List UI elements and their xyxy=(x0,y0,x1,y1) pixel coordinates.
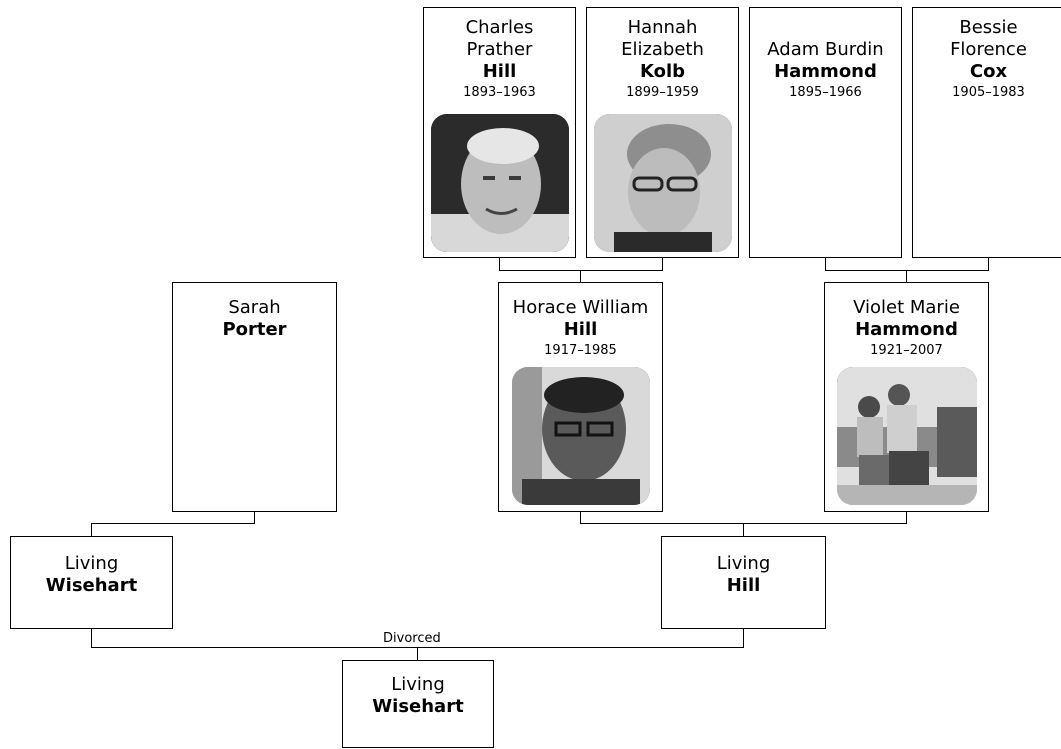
person-dates: 1895–1966 xyxy=(789,85,862,100)
connector-line xyxy=(906,270,907,282)
connector-line xyxy=(499,270,663,271)
person-given-name: Horace William xyxy=(512,297,649,318)
person-card-child-living-wisehart[interactable]: Living Wisehart xyxy=(342,660,494,748)
connector-line xyxy=(825,270,989,271)
portrait-photo[interactable] xyxy=(431,114,569,252)
person-given-name: Adam Burdin xyxy=(767,39,884,60)
person-dates: 1893–1963 xyxy=(463,85,536,100)
person-surname: Wisehart xyxy=(45,575,138,596)
person-card-horace-hill[interactable]: Horace William Hill 1917–1985 xyxy=(498,282,663,512)
person-middle-name: Florence xyxy=(950,39,1027,60)
person-given-name: Hannah xyxy=(627,17,698,38)
person-surname: Kolb xyxy=(639,61,686,82)
person-card-bessie-cox[interactable]: Bessie Florence Cox 1905–1983 xyxy=(912,7,1061,258)
connector-line xyxy=(580,270,581,282)
divorced-label: Divorced xyxy=(383,631,441,646)
person-given-name: Violet Marie xyxy=(853,297,960,318)
connector-line xyxy=(662,257,663,271)
person-given-name: Charles xyxy=(465,17,534,38)
person-card-living-wisehart[interactable]: Living Wisehart xyxy=(10,536,173,629)
person-given-name: Living xyxy=(64,553,119,574)
person-given-name: Living xyxy=(391,674,445,695)
connector-line xyxy=(988,257,989,271)
person-surname: Hill xyxy=(563,319,598,340)
person-card-violet-hammond[interactable]: Violet Marie Hammond 1921–2007 xyxy=(824,282,989,512)
person-card-charles-hill[interactable]: Charles Prather Hill 1893–1963 xyxy=(423,7,576,258)
person-middle-name: Prather xyxy=(466,39,533,60)
connector-line xyxy=(580,511,581,524)
person-surname: Hill xyxy=(726,575,761,596)
connector-line xyxy=(825,257,826,271)
connector-line xyxy=(91,628,92,648)
person-given-name: Sarah xyxy=(228,297,281,318)
person-surname: Hill xyxy=(482,61,517,82)
connector-line xyxy=(91,523,92,536)
person-middle-name: Elizabeth xyxy=(621,39,704,60)
portrait-photo[interactable] xyxy=(594,114,732,252)
connector-line xyxy=(417,647,418,660)
connector-line xyxy=(906,511,907,524)
connector-line xyxy=(91,523,255,524)
connector-line xyxy=(499,257,500,271)
person-card-living-hill[interactable]: Living Hill xyxy=(661,536,826,629)
person-dates: 1899–1959 xyxy=(626,85,699,100)
person-surname: Hammond xyxy=(855,319,958,340)
person-surname: Porter xyxy=(222,319,287,340)
person-card-hannah-kolb[interactable]: Hannah Elizabeth Kolb 1899–1959 xyxy=(586,7,739,258)
person-surname: Cox xyxy=(969,61,1008,82)
connector-line xyxy=(254,511,255,524)
portrait-photo[interactable] xyxy=(512,367,650,505)
person-given-name: Living xyxy=(716,553,771,574)
connector-line xyxy=(743,628,744,648)
connector-line xyxy=(743,523,744,536)
person-card-adam-hammond[interactable]: Adam Burdin Hammond 1895–1966 xyxy=(749,7,902,258)
person-dates: 1917–1985 xyxy=(544,343,617,358)
couple-photo[interactable] xyxy=(837,367,977,505)
person-surname: Hammond xyxy=(774,61,877,82)
person-given-name: Bessie xyxy=(959,17,1018,38)
person-card-sarah-porter[interactable]: Sarah Porter xyxy=(172,282,337,512)
person-dates: 1905–1983 xyxy=(952,85,1025,100)
person-dates: 1921–2007 xyxy=(870,343,943,358)
person-surname: Wisehart xyxy=(372,696,464,717)
